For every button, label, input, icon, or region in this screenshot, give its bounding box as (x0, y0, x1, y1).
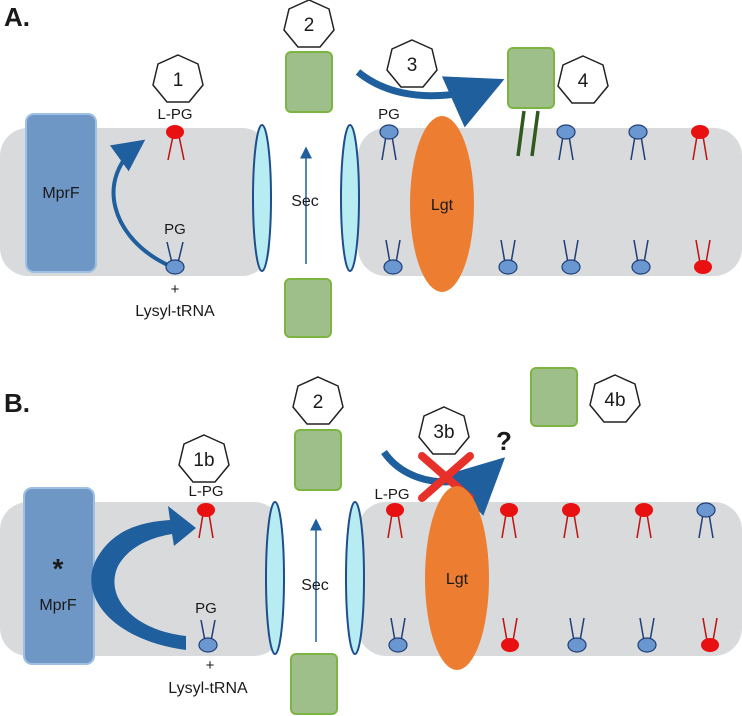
panel-b: B. * MprF L-PG PG + Lysyl-tRNA Sec (0, 367, 742, 715)
svg-text:4: 4 (578, 71, 589, 92)
sec-channel-left-a (252, 124, 272, 272)
membrane-lipid-a (498, 239, 518, 275)
step-badge-3b: 3b (418, 406, 470, 455)
step-badge-4: 4 (557, 55, 609, 104)
mprf-enzyme-a (25, 113, 97, 273)
lysyl-trna-label-a: Lysyl-tRNA (135, 303, 215, 320)
membrane-lipid-a (383, 239, 403, 275)
membrane-lipid-b (701, 617, 719, 652)
svg-text:3: 3 (407, 55, 418, 76)
svg-text:1: 1 (173, 70, 184, 91)
sec-channel-right-b (345, 501, 365, 655)
membrane-lipid-b (637, 617, 657, 653)
lgt-enzyme-a (410, 116, 474, 292)
membrane-lipid-a (628, 124, 648, 161)
protein-cytoplasm-b (290, 653, 338, 715)
step-badge-2: 2 (283, 0, 335, 48)
lgt-label-b: Lgt (446, 571, 469, 588)
sec-label-a: Sec (291, 193, 319, 210)
step-badge-1b: 1b (178, 434, 230, 483)
panel-b-title: B. (4, 388, 30, 418)
synthesis-arrow-b (91, 506, 196, 650)
plus-label-a: + (171, 281, 180, 298)
svg-text:4b: 4b (604, 390, 625, 411)
step-badge-1: 1 (152, 54, 204, 103)
panel-a: A. MprF L-PG PG + Lysyl-tRNA Sec (0, 0, 742, 338)
synthesis-arrow-a (109, 139, 171, 268)
svg-text:2: 2 (304, 15, 315, 36)
membrane-lipid-a (631, 239, 651, 275)
membrane-lipid-a (691, 125, 709, 161)
lipoprotein-step4-a (507, 47, 555, 109)
lpg-outer-lipid-b (386, 503, 404, 539)
membrane-lipid-b (562, 503, 580, 539)
step-badge-3: 3 (386, 39, 438, 88)
svg-text:1b: 1b (193, 450, 214, 471)
lpg-lipid-b (197, 503, 215, 539)
mprf-label-a: MprF (42, 185, 80, 202)
pg-label-b: PG (195, 600, 217, 617)
pg-lipid-a (165, 241, 185, 275)
pg-label-a: PG (164, 221, 186, 238)
membrane-lipid-a (561, 239, 581, 275)
membrane-lipid-b (501, 617, 519, 652)
lysyl-trna-label-b: Lysyl-tRNA (168, 680, 248, 697)
membrane-lipid-b (635, 503, 653, 539)
membrane-lipid-b (388, 617, 408, 653)
question-mark: ? (496, 426, 512, 456)
plus-label-b: + (206, 657, 215, 674)
membrane-lipid-b (567, 617, 587, 653)
sec-channel-right-a (340, 124, 360, 272)
panel-a-title: A. (4, 2, 30, 32)
svg-text:2: 2 (313, 392, 324, 413)
protein-step2-b (294, 429, 342, 491)
lgt-label-a: Lgt (431, 197, 454, 214)
lpg-label-b: L-PG (188, 483, 223, 500)
sec-channel-left-b (265, 501, 285, 655)
pg-outer-label-a: PG (378, 106, 400, 123)
sec-label-b: Sec (301, 577, 329, 594)
mutation-asterisk: * (53, 553, 64, 584)
membrane-right-b (358, 502, 742, 656)
pg-outer-lipid-a (379, 124, 399, 161)
lipid-anchor-a (516, 110, 540, 157)
unanchored-protein-4b (530, 367, 578, 427)
membrane-lipid-b (696, 502, 716, 539)
lpg-lipid-a (166, 125, 185, 161)
membrane-lipid-a (694, 239, 712, 274)
mprf-label-b: MprF (39, 597, 77, 614)
transfer-arrow-a (355, 69, 505, 128)
membrane-lipid-b (500, 503, 518, 539)
protein-cytoplasm-a (284, 278, 332, 338)
protein-step2-a (285, 51, 333, 113)
lpg-outer-label-b: L-PG (374, 486, 409, 503)
svg-text:3b: 3b (433, 422, 454, 443)
membrane-lipid-a (556, 124, 576, 161)
step-badge-4b: 4b (589, 374, 641, 423)
step-badge-2-b: 2 (292, 376, 344, 425)
pg-lipid-b (198, 619, 218, 653)
lgt-enzyme-b (425, 486, 489, 670)
lpg-label-a: L-PG (157, 106, 192, 123)
